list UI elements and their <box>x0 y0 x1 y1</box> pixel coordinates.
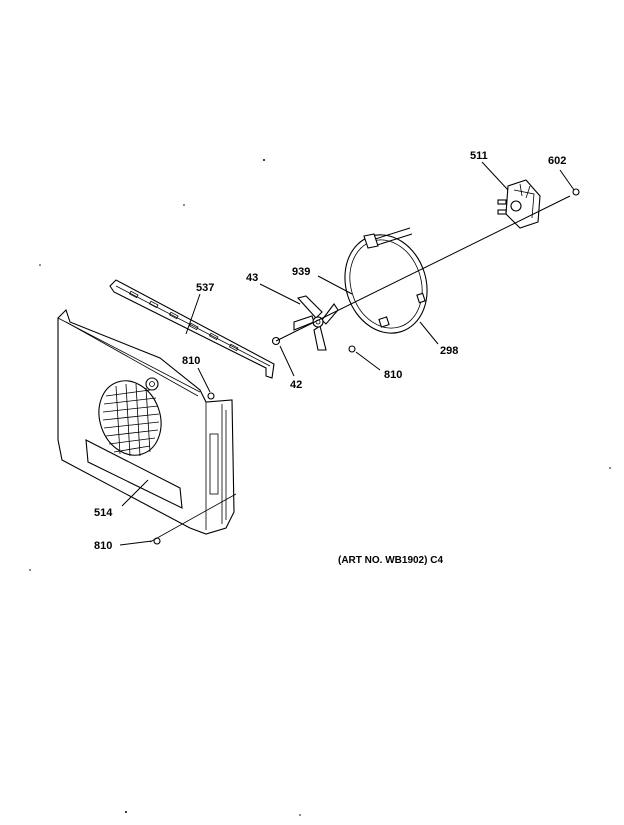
rear-panel <box>57 308 235 535</box>
label-810-ring: 810 <box>384 369 402 381</box>
label-537: 537 <box>196 282 214 294</box>
label-602: 602 <box>548 155 566 167</box>
fan-blade-43 <box>293 295 339 351</box>
motor-511 <box>497 179 541 229</box>
label-298: 298 <box>440 345 458 357</box>
screw-602 <box>572 188 580 196</box>
scan-specks <box>29 159 611 816</box>
label-43: 43 <box>246 272 258 284</box>
screw-810-ring <box>348 345 356 353</box>
screw-810-panel <box>207 392 215 400</box>
label-810-panel: 810 <box>182 355 200 367</box>
bracket-537 <box>109 279 275 379</box>
vent-grille <box>102 383 160 457</box>
label-939: 939 <box>292 266 310 278</box>
shaft-axis-line <box>275 195 571 342</box>
label-511: 511 <box>470 150 488 162</box>
label-810-lower: 810 <box>94 540 112 552</box>
mount-line <box>149 493 237 543</box>
label-42: 42 <box>290 379 302 391</box>
heating-element-298 <box>344 227 428 334</box>
art-number-caption: (ART NO. WB1902) C4 <box>338 555 443 566</box>
leader-lines <box>119 161 575 546</box>
label-514: 514 <box>94 507 113 519</box>
